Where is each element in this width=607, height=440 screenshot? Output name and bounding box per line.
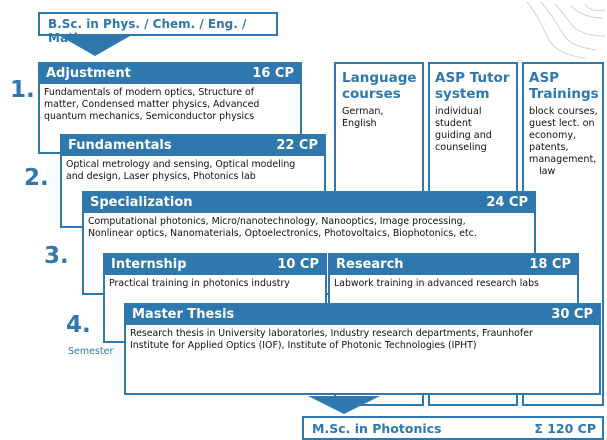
adjustment-line-2: matter, Condensed matter physics, Advanc…: [44, 99, 260, 110]
fundamentals-credit-points: 22 CP: [276, 138, 318, 153]
language-courses-body-line-1: German,: [342, 106, 384, 117]
tutor-system-body-line-3: guiding and: [435, 130, 492, 141]
research-credit-points: 18 CP: [529, 257, 571, 272]
trainings-body-line-3: economy,: [529, 130, 577, 141]
trainings-title-line-1: ASP: [529, 70, 560, 86]
adjustment-title: Adjustment: [46, 66, 131, 81]
step-box-master-thesis: Master Thesis 30 CP Research thesis in U…: [124, 303, 601, 395]
fundamentals-line-1: Optical metrology and sensing, Optical m…: [66, 159, 296, 170]
entry-requirement-box: B.Sc. in Phys. / Chem. / Eng. / Math.: [38, 12, 278, 45]
trainings-body-line-4: patents,: [529, 142, 569, 153]
internship-title: Internship: [111, 257, 187, 272]
specialization-line-1: Computational photonics, Micro/nanotechn…: [88, 216, 466, 227]
language-courses-title-line-1: Language: [342, 70, 417, 86]
internship-line-1: Practical training in photonics industry: [109, 278, 290, 289]
adjustment-line-3: quantum mechanics, Semiconductor physics: [44, 111, 255, 122]
master-thesis-credit-points: 30 CP: [551, 307, 593, 322]
result-degree-box: M.Sc. in Photonics Σ 120 CP: [302, 416, 604, 440]
step-number-1: 1.: [10, 77, 35, 103]
fundamentals-line-2: and design, Laser physics, Photonics lab: [66, 171, 256, 182]
tutor-system-body-line-2: student: [435, 118, 472, 129]
tutor-system-body-line-1: individual: [435, 106, 482, 117]
tutor-system-title-line-2: system: [435, 86, 490, 102]
tutor-system-title-line-1: ASP Tutor: [435, 70, 510, 86]
master-thesis-title: Master Thesis: [132, 307, 235, 322]
step-number-2: 2.: [24, 165, 49, 191]
adjustment-credit-points: 16 CP: [252, 66, 294, 81]
step-number-4: 4.: [66, 312, 91, 338]
specialization-title: Specialization: [90, 195, 193, 210]
semester-label: Semester: [68, 346, 114, 357]
research-line-1: Labwork training in advanced research la…: [334, 278, 539, 289]
trainings-body-line-2: guest lect. on: [529, 118, 595, 129]
specialization-credit-points: 24 CP: [486, 195, 528, 210]
trainings-body-line-5: management,: [529, 154, 597, 165]
trainings-body-line-6: law: [539, 166, 556, 177]
portrait-sketch-illustration: [526, 1, 606, 59]
master-thesis-line-1: Research thesis in University laboratori…: [130, 328, 533, 339]
language-courses-body-line-2: English: [342, 118, 377, 129]
step-number-3: 3.: [44, 243, 69, 269]
trainings-title-line-2: Trainings: [529, 86, 599, 102]
tutor-system-body-line-4: counseling: [435, 142, 487, 153]
internship-credit-points: 10 CP: [277, 257, 319, 272]
step-box-fundamentals: Fundamentals 22 CP Optical metrology and…: [60, 134, 326, 228]
research-title: Research: [336, 257, 404, 272]
specialization-line-2: Nonlinear optics, Nanomaterials, Optoele…: [88, 228, 477, 239]
result-down-arrow-icon: [308, 396, 380, 414]
fundamentals-title: Fundamentals: [68, 138, 172, 153]
result-total-credits: Σ 120 CP: [534, 421, 596, 436]
language-courses-title-line-2: courses: [342, 86, 401, 102]
result-degree-label: M.Sc. in Photonics: [312, 421, 442, 436]
master-thesis-line-2: Institute for Applied Optics (IOF), Inst…: [130, 340, 477, 351]
trainings-body-line-1: block courses,: [529, 106, 598, 117]
down-arrow-icon: [60, 36, 130, 56]
adjustment-line-1: Fundamentals of modern optics, Structure…: [44, 87, 254, 98]
